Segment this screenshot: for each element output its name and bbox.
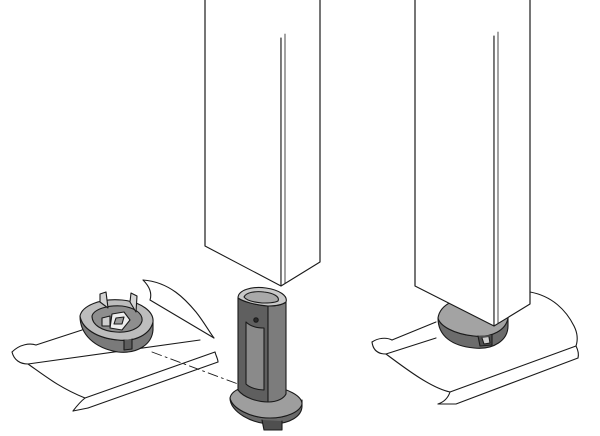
glide-insert-plug [229, 286, 303, 431]
glide-pad-detached [79, 291, 154, 353]
alignment-guide-line [151, 351, 239, 385]
leg-tube-right [414, 0, 531, 327]
leg-tube-center [204, 0, 321, 287]
floor-strip-left [11, 279, 219, 412]
